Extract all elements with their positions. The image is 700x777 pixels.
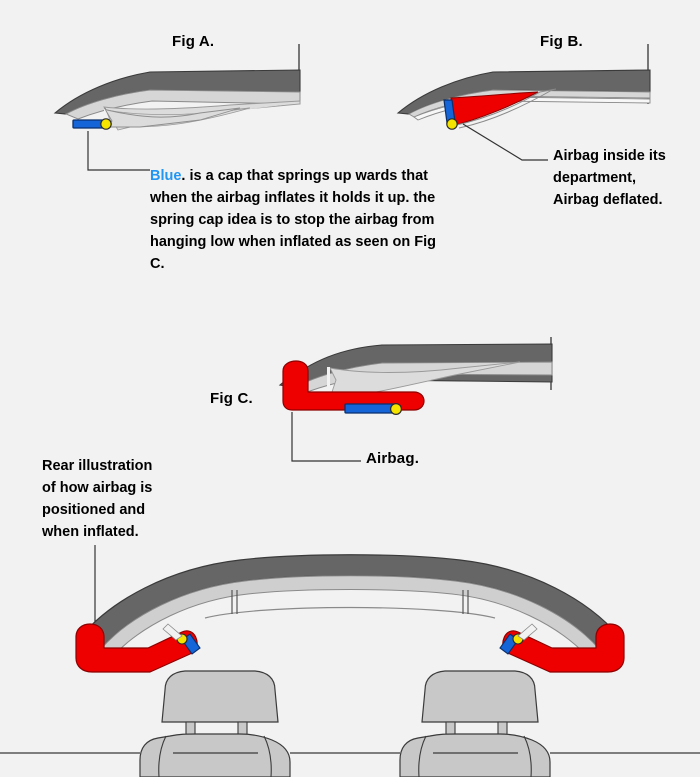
- fig-b-pivot: [446, 118, 458, 130]
- fig-b-leader-line: [462, 123, 548, 161]
- fig-a-label: Fig A.: [172, 33, 215, 50]
- rear-seat-left: [139, 670, 291, 777]
- rear-airbag-left: [75, 623, 198, 673]
- seat-right-backrest: [399, 733, 551, 777]
- fig-b-label: Fig B.: [540, 33, 583, 50]
- fig-b-airbag-deflated: [450, 91, 539, 127]
- rear-roof-outer: [77, 554, 623, 651]
- fig-c-gap: [327, 367, 330, 398]
- blue-cap-note: Blue. is a cap that springs up wards tha…: [150, 165, 450, 275]
- rear-note-line-1: Rear illustration: [42, 458, 153, 474]
- fig-c-leader-line: [291, 412, 361, 462]
- rear-seat-right: [399, 670, 551, 777]
- fig-b-note-line-2: department,: [553, 170, 636, 186]
- fig-c-label: Fig C.: [210, 390, 253, 407]
- seat-left-backrest: [139, 733, 291, 777]
- rear-note-line-4: when inflated.: [42, 524, 139, 540]
- fig-b-compartment-outline: [451, 88, 557, 127]
- rear-airbag-right: [502, 623, 625, 673]
- seat-right-bolster-b: [523, 735, 532, 777]
- rear-ceiling-line: [204, 606, 496, 619]
- blue-keyword: Blue: [150, 168, 182, 184]
- fig-b-note: Airbag inside its department, Airbag def…: [553, 145, 698, 211]
- fig-c-group: [278, 337, 553, 462]
- fig-c-pivot: [390, 403, 403, 416]
- rear-gap-right: [517, 623, 538, 641]
- rear-note-line-3: positioned and: [42, 502, 146, 518]
- rear-view-group: [0, 545, 700, 777]
- rear-gap-left: [162, 623, 183, 641]
- fig-c-airbag-inflated: [282, 360, 425, 411]
- fig-a-pivot: [100, 118, 112, 130]
- rear-note-line-2: of how airbag is: [42, 480, 153, 496]
- fig-b-group: [396, 44, 651, 161]
- fig-c-blue-cap: [344, 403, 396, 414]
- fig-b-note-line-3: Airbag deflated.: [553, 192, 663, 208]
- seat-left-bolster-a: [158, 735, 167, 777]
- rear-view-note: Rear illustration of how airbag is posit…: [42, 455, 232, 543]
- blue-note-body: . is a cap that springs up wards that wh…: [150, 168, 436, 272]
- seat-right-headrest: [421, 670, 539, 723]
- fig-b-compartment-outline-2: [458, 89, 553, 129]
- fig-b-note-line-1: Airbag inside its: [553, 148, 666, 164]
- fig-a-wedge-body: [103, 107, 241, 128]
- fig-a-headliner: [64, 89, 301, 120]
- fig-c-headliner: [295, 361, 553, 395]
- seat-left-bolster-b: [263, 735, 272, 777]
- seat-left-headrest: [161, 670, 279, 723]
- airbag-callout-label: Airbag.: [366, 450, 420, 467]
- seat-right-bolster-a: [418, 735, 427, 777]
- fig-a-leader-line: [87, 131, 150, 171]
- fig-a-group: [53, 44, 301, 171]
